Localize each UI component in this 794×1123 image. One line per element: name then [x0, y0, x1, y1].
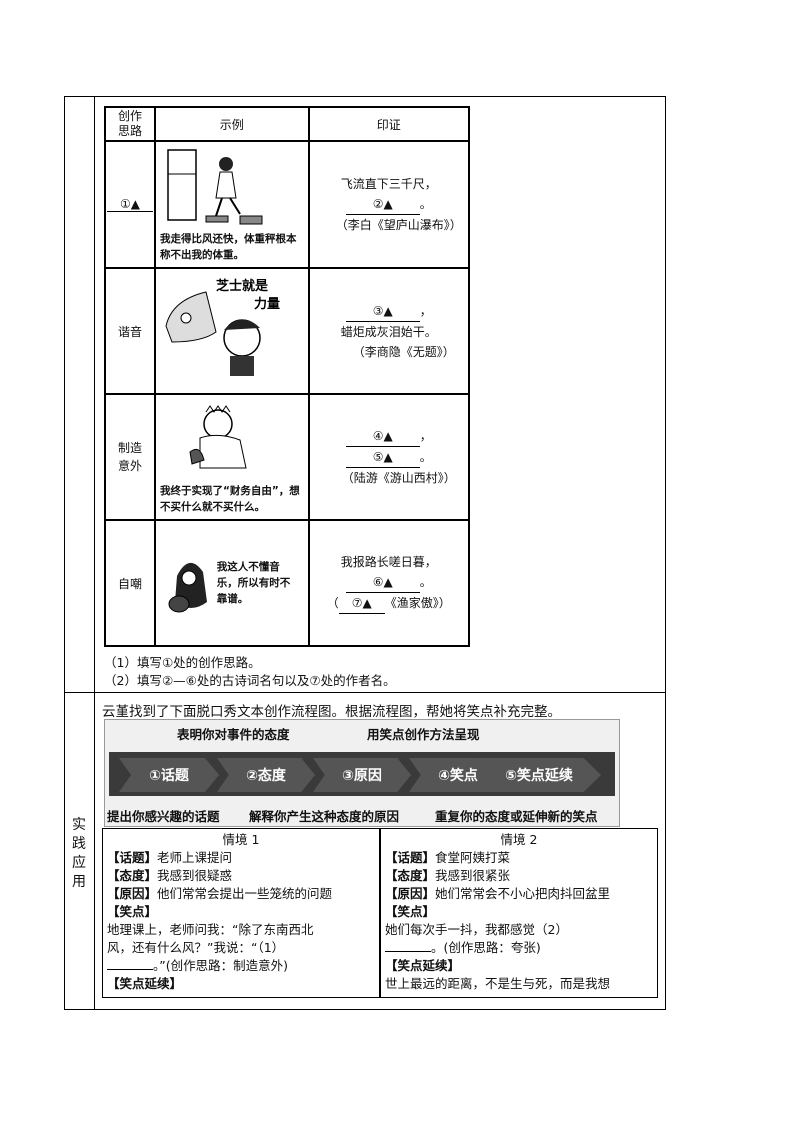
row3-example: 我终于实现了“财务自由”，想不买什么就不买什么。	[154, 393, 310, 521]
row1-proof: 飞流直下三千尺， ②▲。 （李白《望庐山瀑布》）	[307, 140, 471, 269]
flow-bottom-3: 重复你的态度或延伸新的笑点	[435, 809, 598, 824]
svg-text:芝士就是: 芝士就是	[216, 278, 269, 294]
situation-1-topic: 老师上课提问	[157, 850, 233, 865]
situation-2-attitude: 我感到很紧张	[435, 868, 511, 883]
row3-idea: 制造 意外	[104, 393, 156, 521]
situation-2: 情境 2 【话题】食堂阿姨打菜 【态度】我感到很紧张 【原因】她们常常会不小心把…	[380, 828, 658, 998]
row3-proof-source: （陆游《游山西村》）	[341, 471, 456, 485]
flowchart: 表明你对事件的态度 用笑点创作方法呈现 ①话题 ②态度 ③原因 ④笑点 ⑤笑点延…	[104, 719, 620, 827]
intro-text: 云堇找到了下面脱口秀文本创作流程图。根据流程图，帮她将笑点补充完整。	[102, 704, 561, 720]
row3-proof: ④▲， ⑤▲。 （陆游《游山西村》）	[307, 393, 471, 521]
situation-2-topic: 食堂阿姨打菜	[435, 850, 511, 865]
situation-2-joke-1: 她们每次手一抖，我都感觉（2）	[385, 922, 568, 937]
column-divider	[94, 96, 95, 1010]
row4-idea: 自嘲	[104, 519, 156, 647]
flow-step-reason: ③原因	[313, 758, 411, 792]
row-divider	[64, 692, 666, 693]
blank-6: ⑥▲	[345, 572, 420, 593]
situation-1-joke-1: 地理课上，老师问我：“除了东南西北	[107, 922, 314, 937]
flow-bottom-2: 解释你产生这种态度的原因	[249, 809, 400, 824]
row1-proof-line1: 飞流直下三千尺，	[340, 177, 437, 191]
wallet-man-illustration	[189, 405, 247, 469]
row1-example: 我走得比风还快，体重秤根本称不出我的体重。	[154, 140, 310, 269]
row1-proof-source: （李白《望庐山瀑布》）	[335, 218, 462, 232]
flow-step-attitude: ②态度	[217, 758, 315, 792]
flow-step-topic: ①话题	[119, 758, 219, 792]
situation-2-continue-label: 【笑点延续】	[385, 958, 461, 973]
row1-idea: ①▲	[104, 140, 156, 269]
situation-1-attitude: 我感到很疑惑	[157, 868, 233, 883]
row3-caption: 我终于实现了“财务自由”，想不买什么就不买什么。	[160, 485, 300, 513]
flow-bottom-1: 提出你感兴趣的话题	[107, 809, 220, 824]
flow-top-right: 用笑点创作方法呈现	[367, 727, 480, 742]
question-2: （2）填写②—⑥处的古诗词名句以及⑦处的作者名。	[104, 673, 396, 688]
cheese-kid-illustration: 芝士就是 力量	[165, 278, 280, 376]
situation-1-title: 情境 1	[222, 832, 260, 847]
row2-proof: ③▲， 蜡炬成灰泪始干。 （李商隐《无题》）	[307, 267, 471, 395]
situation-1-continue-label: 【笑点延续】	[107, 976, 183, 991]
blank-3: ③▲	[345, 301, 420, 322]
svg-text:力量: 力量	[254, 296, 280, 312]
situation-2-reason: 她们常常会不小心把肉抖回盆里	[435, 886, 611, 901]
row4-caption: 我这人不懂音乐，所以有时不靠谱。	[216, 561, 291, 605]
blank-5: ⑤▲	[345, 447, 420, 468]
fridge-scale-illustration	[167, 149, 263, 225]
situation-1-reason: 他们常常会提出一些笼统的问题	[157, 886, 333, 901]
flow-step-joke-continue: ⑤笑点延续	[477, 758, 601, 792]
creative-table: 创作 思路 示例 印证 ①▲ 我走得比风还快，体重秤根本称不出我的体重。 飞流直…	[104, 106, 471, 647]
blank-4: ④▲	[345, 426, 420, 447]
situation-1-blank	[107, 969, 153, 970]
situation-2-blank	[385, 951, 431, 952]
question-1: （1）填写①处的创作思路。	[104, 655, 261, 670]
row2-proof-source: （李商隐《无题》）	[352, 344, 455, 359]
row4-proof-line1: 我报路长嗟日暮，	[340, 555, 437, 569]
header-example: 示例	[154, 106, 310, 142]
flow-top-left: 表明你对事件的态度	[177, 727, 290, 742]
blank-2: ②▲	[345, 194, 420, 215]
row2-example: 芝士就是 力量	[154, 267, 310, 395]
blank-7: ⑦▲	[338, 593, 385, 614]
situation-1-joke-3: 。”(创作思路：制造意外)	[153, 958, 288, 973]
row1-caption: 我走得比风还快，体重秤根本称不出我的体重。	[160, 233, 297, 261]
section-label: 实践应用	[72, 817, 86, 890]
header-proof: 印证	[307, 106, 471, 142]
hooded-figure-illustration	[168, 562, 207, 613]
row2-idea: 谐音	[104, 267, 156, 395]
row4-proof: 我报路长嗟日暮， ⑥▲。 （⑦▲《渔家傲》）	[307, 519, 471, 647]
situation-2-title: 情境 2	[500, 832, 538, 847]
row4-example: 我这人不懂音乐，所以有时不靠谱。	[154, 519, 310, 647]
header-idea: 创作 思路	[104, 106, 156, 142]
situation-1: 情境 1 【话题】老师上课提问 【态度】我感到很疑惑 【原因】他们常常会提出一些…	[102, 828, 380, 998]
row2-proof-line2: 蜡炬成灰泪始干。	[340, 324, 437, 339]
situation-2-joke-2: 。(创作思路：夸张)	[431, 940, 541, 955]
outer-frame	[64, 96, 666, 1010]
situation-1-joke-2: 风，还有什么风？”我说：“（1）	[107, 940, 285, 955]
situation-2-continue: 世上最远的距离，不是生与死，而是我想	[385, 976, 611, 991]
